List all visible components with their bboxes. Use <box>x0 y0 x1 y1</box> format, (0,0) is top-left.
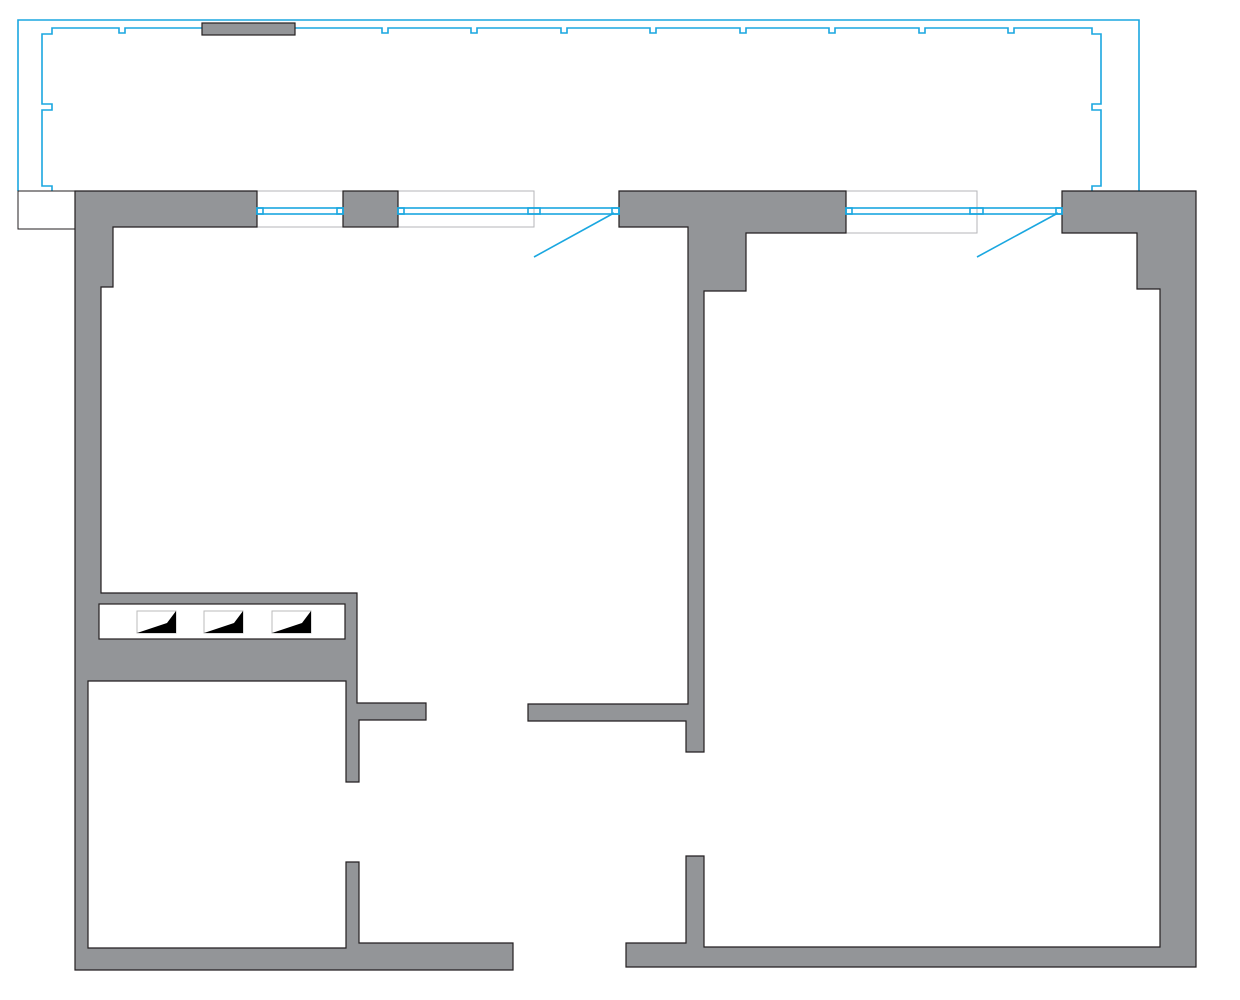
balcony-door-swing <box>976 212 1059 258</box>
window-glazing <box>256 207 1063 215</box>
window-frame <box>845 190 978 234</box>
wall-middle <box>527 190 847 753</box>
radiators <box>136 610 312 634</box>
wall-left-block <box>74 190 514 971</box>
radiator-icon <box>203 610 244 634</box>
pillar <box>342 190 399 228</box>
balcony-door-swing <box>533 212 615 258</box>
balcony-cabinet <box>201 22 296 36</box>
balcony <box>17 19 1140 191</box>
wall-right <box>625 190 1197 968</box>
radiator-icon <box>271 610 312 634</box>
balcony-corner <box>17 190 76 230</box>
radiator-icon <box>136 610 177 634</box>
